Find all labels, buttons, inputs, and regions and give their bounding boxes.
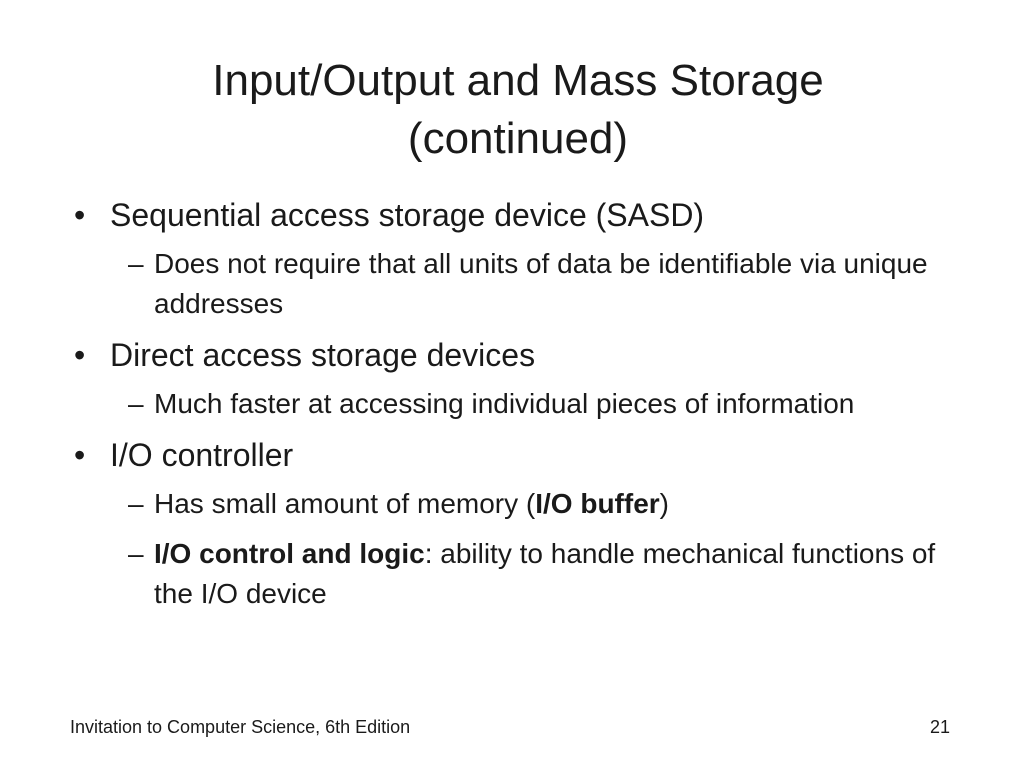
sub-bullet-item: – Has small amount of memory (I/O buffer… <box>70 484 970 524</box>
bullet-marker: • <box>74 437 86 473</box>
sub-bullet-text: Much faster at accessing individual piec… <box>154 388 855 419</box>
sub-list: – Much faster at accessing individual pi… <box>70 384 970 424</box>
footer-book-title: Invitation to Computer Science, 6th Edit… <box>70 717 411 737</box>
page-number: 21 <box>929 717 950 737</box>
bullet-text: Sequential access storage device (SASD) <box>110 197 705 233</box>
dash-marker: – <box>128 388 144 419</box>
sub-bullet-post: ) <box>659 488 669 519</box>
title-line-1: Input/Output and Mass Storage <box>212 56 824 105</box>
bullet-item: • Direct access storage devices <box>70 334 970 376</box>
sub-bullet-item: – Much faster at accessing individual pi… <box>70 384 970 424</box>
bullet-marker: • <box>74 337 86 373</box>
slide-body: • Sequential access storage device (SASD… <box>70 194 970 624</box>
sub-list: – Has small amount of memory (I/O buffer… <box>70 484 970 614</box>
bullet-item: • Sequential access storage device (SASD… <box>70 194 970 236</box>
bullet-text: Direct access storage devices <box>110 337 536 373</box>
sub-bullet-bold: I/O control and logic <box>154 538 425 569</box>
dash-marker: – <box>128 538 144 569</box>
bullet-marker: • <box>74 197 86 233</box>
bullet-item: • I/O controller <box>70 434 970 476</box>
sub-list: – Does not require that all units of dat… <box>70 244 970 324</box>
dash-marker: – <box>128 248 144 279</box>
sub-bullet-bold: I/O buffer <box>535 488 660 519</box>
slide-title: Input/Output and Mass Storage (continued… <box>60 52 976 168</box>
sub-bullet-item: – Does not require that all units of dat… <box>70 244 970 324</box>
sub-bullet-text: Does not require that all units of data … <box>154 248 928 319</box>
sub-bullet-post: : ability to handle mechanical functions… <box>154 538 936 609</box>
bullet-text: I/O controller <box>110 437 294 473</box>
sub-bullet-pre: Has small amount of memory ( <box>154 488 536 519</box>
sub-bullet-item: – I/O control and logic: ability to hand… <box>70 534 970 614</box>
dash-marker: – <box>128 488 144 519</box>
title-line-2: (continued) <box>407 114 629 163</box>
